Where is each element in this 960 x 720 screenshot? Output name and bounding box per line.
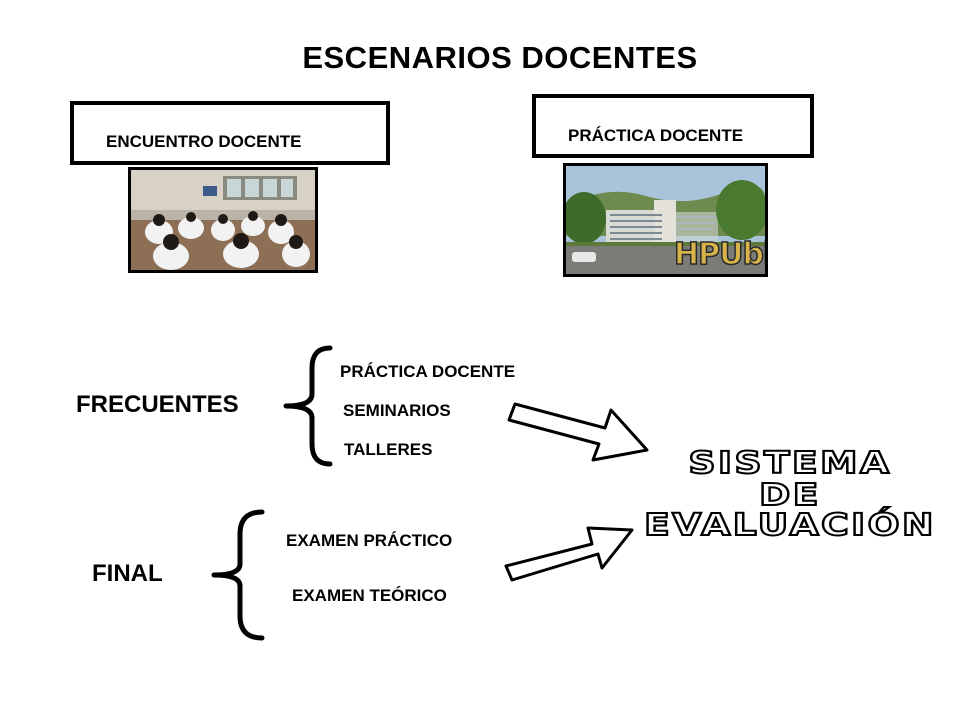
classroom-photo	[128, 167, 318, 273]
arrow-final-icon	[504, 526, 634, 582]
arrow-frecuentes-icon	[507, 402, 649, 462]
page-title: ESCENARIOS DOCENTES	[302, 40, 698, 75]
hospital-logo-text: HPUbl	[673, 237, 768, 272]
frecuentes-brace-icon	[283, 345, 333, 467]
frecuentes-item: TALLERES	[344, 440, 433, 459]
sistema-line3: EVALUACIÓN	[643, 507, 936, 544]
practica-docente-label: PRÁCTICA DOCENTE	[568, 126, 744, 145]
frecuentes-item: SEMINARIOS	[343, 401, 451, 420]
sistema-line2: DE	[758, 477, 821, 514]
encuentro-docente-box: ENCUENTRO DOCENTE	[70, 101, 390, 165]
final-brace-icon	[211, 509, 265, 641]
practica-docente-box: PRÁCTICA DOCENTE	[532, 94, 814, 158]
hospital-photo-icon	[566, 166, 765, 274]
final-label: FINAL	[92, 560, 163, 587]
hospital-photo: HPUbl	[563, 163, 768, 277]
sistema-line1: SISTEMA	[687, 445, 892, 482]
classroom-photo-icon	[131, 170, 315, 270]
encuentro-docente-label: ENCUENTRO DOCENTE	[106, 132, 302, 151]
frecuentes-item: PRÁCTICA DOCENTE	[340, 362, 516, 381]
frecuentes-label: FRECUENTES	[76, 391, 239, 418]
final-item: EXAMEN PRÁCTICO	[286, 531, 453, 550]
final-item: EXAMEN TEÓRICO	[292, 586, 447, 605]
